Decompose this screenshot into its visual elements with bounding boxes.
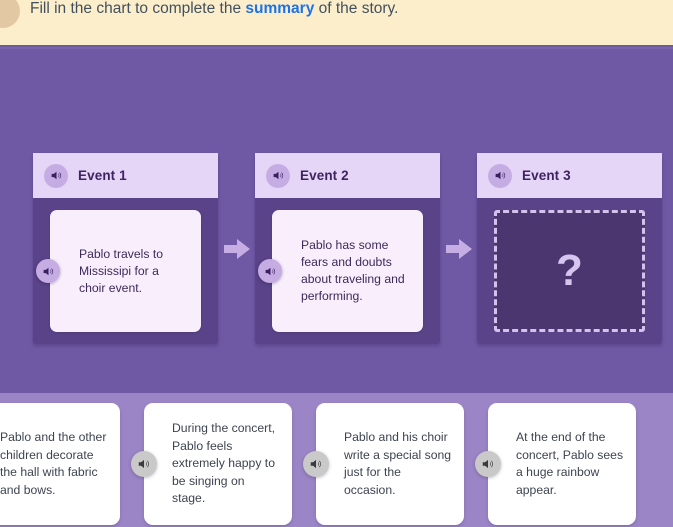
event-card-2: Event 2 Pablo has some fears and doubts … bbox=[255, 153, 440, 344]
event-body-2: Pablo has some fears and doubts about tr… bbox=[255, 198, 440, 344]
speaker-icon[interactable] bbox=[303, 451, 329, 477]
event-header-3: Event 3 bbox=[477, 153, 662, 198]
event-card-3: Event 3 ? bbox=[477, 153, 662, 344]
arrow-right-icon bbox=[440, 236, 477, 262]
question-mark-placeholder: ? bbox=[556, 246, 583, 295]
answer-card[interactable]: At the end of the concert, Pablo sees a … bbox=[475, 403, 636, 525]
event-chain: Event 1 Pablo travels to Mississipi for … bbox=[33, 128, 662, 369]
speaker-icon[interactable] bbox=[488, 163, 512, 188]
summary-link[interactable]: summary bbox=[245, 0, 315, 17]
event-note-1[interactable]: Pablo travels to Mississipi for a choir … bbox=[36, 210, 201, 332]
answer-card-text: At the end of the concert, Pablo sees a … bbox=[516, 430, 624, 497]
chart-stage: Event 1 Pablo travels to Mississipi for … bbox=[0, 49, 673, 393]
answer-card[interactable]: Pablo and his choir write a special song… bbox=[303, 403, 464, 525]
answer-card-text: During the concert, Pablo feels extremel… bbox=[172, 421, 275, 506]
speaker-icon[interactable] bbox=[266, 163, 290, 188]
speaker-icon[interactable] bbox=[258, 259, 282, 283]
arrow-right-icon bbox=[218, 236, 255, 262]
event-header-1: Event 1 bbox=[33, 153, 218, 198]
speaker-icon[interactable] bbox=[475, 451, 501, 477]
event-body-3: ? bbox=[477, 198, 662, 344]
answer-card-text: Pablo and the other children decorate th… bbox=[0, 430, 107, 497]
speaker-icon[interactable] bbox=[44, 163, 68, 188]
avatar bbox=[0, 0, 20, 28]
instruction-header: Fill in the chart to complete the summar… bbox=[0, 0, 673, 47]
event-note-2[interactable]: Pablo has some fears and doubts about tr… bbox=[258, 210, 423, 332]
speaker-icon[interactable] bbox=[36, 259, 60, 283]
answer-tray: Pablo and the other children decorate th… bbox=[0, 393, 673, 527]
event-title-1: Event 1 bbox=[78, 168, 127, 183]
event-note-text-1: Pablo travels to Mississipi for a choir … bbox=[79, 246, 164, 295]
instruction-text-post: of the story. bbox=[314, 0, 399, 17]
answer-card-text: Pablo and his choir write a special song… bbox=[344, 430, 452, 497]
event-drop-zone-3[interactable]: ? bbox=[494, 210, 645, 332]
instruction-text-pre: Fill in the chart to complete the bbox=[30, 0, 246, 17]
event-title-2: Event 2 bbox=[300, 168, 349, 183]
answer-card[interactable]: Pablo and the other children decorate th… bbox=[0, 403, 120, 525]
event-card-1: Event 1 Pablo travels to Mississipi for … bbox=[33, 153, 218, 344]
event-note-text-2: Pablo has some fears and doubts about tr… bbox=[301, 238, 405, 303]
answer-tray-row: Pablo and the other children decorate th… bbox=[0, 403, 636, 525]
answer-card[interactable]: During the concert, Pablo feels extremel… bbox=[131, 403, 292, 525]
instruction-text: Fill in the chart to complete the summar… bbox=[30, 0, 398, 19]
event-title-3: Event 3 bbox=[522, 168, 571, 183]
event-body-1: Pablo travels to Mississipi for a choir … bbox=[33, 198, 218, 344]
speaker-icon[interactable] bbox=[131, 451, 157, 477]
event-header-2: Event 2 bbox=[255, 153, 440, 198]
